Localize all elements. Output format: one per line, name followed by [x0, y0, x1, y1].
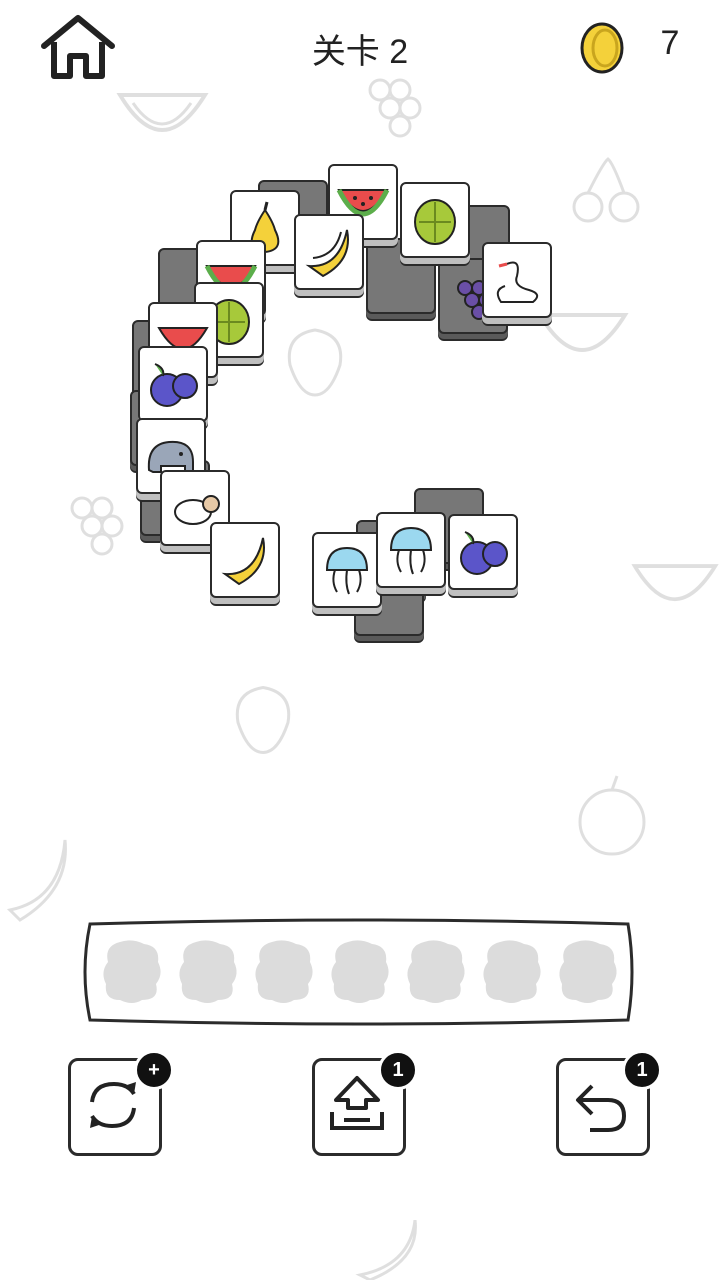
- move-out-badge: 1: [378, 1050, 418, 1090]
- swan-icon: [496, 261, 539, 303]
- tray-slot: [255, 940, 313, 1003]
- background-grape-icon: [70, 496, 124, 556]
- undo-button[interactable]: 1: [556, 1050, 662, 1156]
- tile-durian[interactable]: [400, 182, 470, 262]
- gold-coin-icon: [580, 22, 624, 74]
- tray-slot: [483, 940, 541, 1003]
- background-strawberry-icon: [235, 685, 291, 755]
- watermelon-icon: [336, 188, 390, 217]
- coin-count: 7: [660, 24, 680, 62]
- background-watermelon-icon: [116, 93, 209, 132]
- tile-jellyfish[interactable]: [376, 512, 446, 592]
- durian-icon: [208, 299, 250, 345]
- background-apple-icon: [578, 775, 646, 856]
- background-watermelon-icon: [631, 564, 719, 602]
- background-cherry-icon: [572, 157, 640, 223]
- undo-icon: [576, 1084, 627, 1132]
- tile-board: [120, 160, 560, 640]
- top-bar: 关卡 2 7: [0, 0, 720, 100]
- tile-tray: [80, 918, 638, 1026]
- sheep-icon: [174, 495, 220, 525]
- undo-badge: 1: [622, 1050, 662, 1090]
- tile-blueberry[interactable]: [448, 514, 518, 594]
- background-banana-icon: [355, 1220, 417, 1280]
- banana-icon: [221, 537, 265, 586]
- tile-sheep[interactable]: [160, 470, 230, 550]
- tray-slot: [407, 940, 465, 1003]
- banana-icon: [305, 229, 349, 278]
- tile-blueberry[interactable]: [138, 346, 208, 426]
- tray-slot: [103, 940, 161, 1003]
- level-title: 关卡 2: [311, 33, 409, 71]
- blueberry-icon: [460, 531, 508, 575]
- tray-slot: [559, 940, 617, 1003]
- background-grape-icon: [368, 78, 422, 138]
- tile-banana[interactable]: [210, 522, 280, 602]
- shuffle-button[interactable]: +: [68, 1050, 174, 1156]
- blueberry-icon: [150, 363, 198, 407]
- house-icon: [41, 15, 115, 79]
- tray-slot: [179, 940, 237, 1003]
- tray-up-icon: [330, 1076, 384, 1130]
- tile-jellyfish[interactable]: [312, 532, 382, 612]
- durian-icon: [414, 199, 456, 245]
- background-watermelon-icon: [536, 313, 629, 352]
- shuffle-badge: +: [134, 1050, 174, 1090]
- shuffle-icon: [90, 1081, 136, 1129]
- elephant-icon: [147, 440, 194, 473]
- background-banana-icon: [6, 839, 67, 922]
- background-strawberry-icon: [287, 328, 343, 397]
- tile-banana[interactable]: [294, 214, 364, 294]
- move-out-button[interactable]: 1: [312, 1050, 418, 1156]
- tile-swan[interactable]: [482, 242, 552, 322]
- tray-slot: [331, 940, 389, 1003]
- jellyfish-icon: [325, 546, 369, 595]
- jellyfish-icon: [389, 526, 433, 575]
- home-button[interactable]: [38, 12, 118, 82]
